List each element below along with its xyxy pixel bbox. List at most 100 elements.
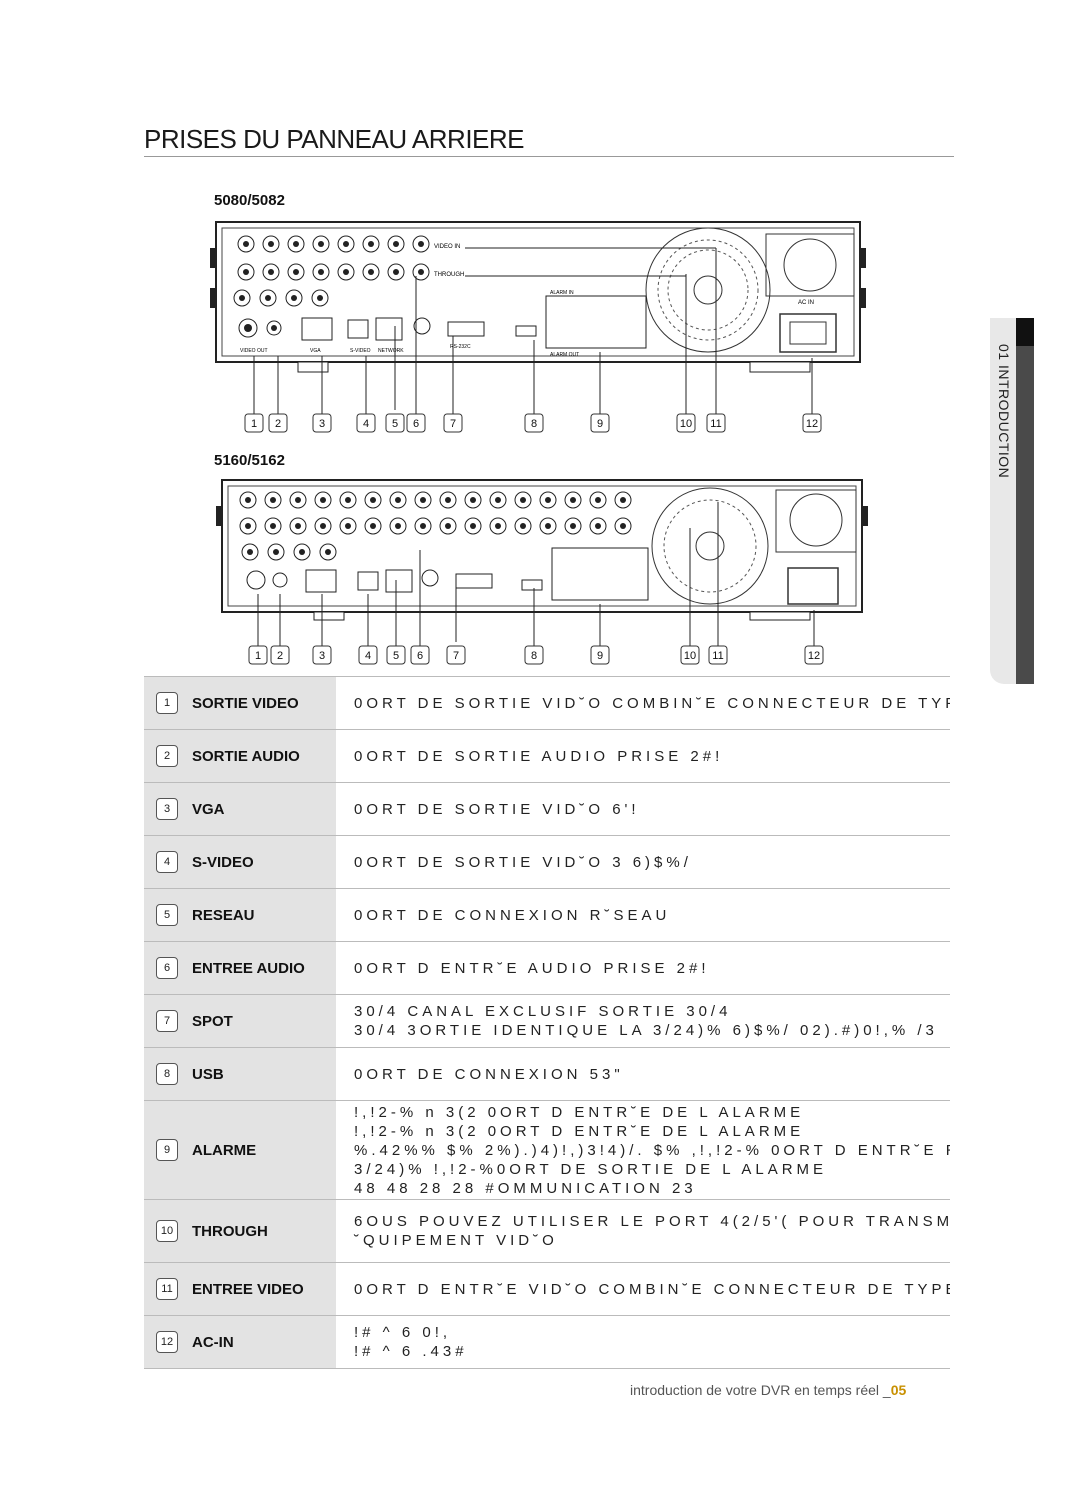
bnc-connector — [337, 263, 355, 281]
callout-box — [410, 645, 430, 665]
callout-number: 1 — [251, 418, 257, 430]
bnc-pin — [545, 523, 551, 529]
bnc-connector — [464, 517, 482, 535]
bnc-pin — [265, 295, 271, 301]
callout-number: 9 — [597, 650, 603, 662]
row-description: 0ORT DE CONNEXION R˘SEAU — [336, 889, 950, 941]
row-label: AC-IN — [192, 1333, 234, 1351]
callout-number: 6 — [417, 650, 423, 662]
table-row: 9Alarme !,!2-% n 3(2 0ORT D ENTR˘E DE L A… — [144, 1100, 950, 1199]
callout-box — [358, 645, 378, 665]
row-label-cell: 9Alarme — [144, 1101, 336, 1199]
bnc-pin — [245, 497, 251, 503]
callout-box — [386, 645, 406, 665]
bnc-connector — [387, 235, 405, 253]
callout-box — [590, 645, 610, 665]
description-line: 30/4 3ORTIE IDENTIQUE LA 3/24)% 6)$%/ 02… — [354, 1022, 938, 1039]
row-label: Entree Video — [192, 1280, 304, 1298]
description-line: !,!2-% n 3(2 0ORT D ENTR˘E DE L ALARME — [354, 1122, 805, 1140]
bnc-pin — [345, 523, 351, 529]
callout-box — [590, 413, 610, 433]
bnc-connector — [489, 517, 507, 535]
callout-box — [312, 645, 332, 665]
row-description: 0ORT DE SORTIE VID˘O 6'! — [336, 783, 950, 835]
rs232c-label: RS-232C — [450, 344, 471, 350]
description-line: 0ORT D ENTR˘E AUDIO PRISE 2#! — [354, 959, 710, 977]
bnc-pin — [495, 523, 501, 529]
bnc-connector — [564, 517, 582, 535]
description-line: 0ORT DE SORTIE VID˘O COMBIN˘E CONNECTEUR… — [354, 694, 950, 712]
table-row: 2Sortie Audio 0ORT DE SORTIE AUDIO PRISE … — [144, 729, 950, 782]
bnc-connector — [241, 543, 259, 561]
row-label-cell: 2Sortie Audio — [144, 730, 336, 782]
bnc-connector — [364, 517, 382, 535]
bnc-connector — [389, 491, 407, 509]
bnc-connector — [314, 491, 332, 509]
bnc-pin — [545, 497, 551, 503]
table-row: 6Entree Audio0ORT D ENTR˘E AUDIO PRISE 2… — [144, 941, 950, 994]
table-row: 10Through6OUS POUVEZ UTILISER LE PORT 4(… — [144, 1199, 950, 1262]
table-row: 1Sortie Video 0ORT DE SORTIE VID˘O COMBIN… — [144, 676, 950, 729]
vga-label: VGA — [310, 348, 321, 354]
bnc-connector — [412, 235, 430, 253]
bnc-pin — [320, 497, 326, 503]
description-line: 6OUS POUVEZ UTILISER LE PORT 4(2/5'( POU… — [354, 1213, 950, 1230]
bnc-pin — [418, 241, 424, 247]
page-title: PRISES DU PANNEAU ARRIERE — [144, 124, 525, 154]
row-description: 6OUS POUVEZ UTILISER LE PORT 4(2/5'( POU… — [336, 1200, 950, 1262]
section-tab-label: 01 INTRODUCTION — [996, 344, 1012, 479]
bnc-pin — [273, 549, 279, 555]
callout-number: 7 — [453, 650, 459, 662]
row-number-badge: 3 — [156, 798, 178, 820]
callout-number: 3 — [319, 650, 325, 662]
bnc-pin — [395, 497, 401, 503]
bnc-connector — [239, 491, 257, 509]
callout-box — [524, 413, 544, 433]
row-description: 0ORT DE CONNEXION 53" — [336, 1048, 950, 1100]
row-label-cell: 1Sortie Video — [144, 677, 336, 729]
description-line: !,!2-% n 3(2 0ORT D ENTR˘E DE L ALARME — [354, 1103, 805, 1121]
bnc-pin — [291, 295, 297, 301]
bnc-pin — [325, 549, 331, 555]
callout-number: 5 — [393, 650, 399, 662]
callout-number: 12 — [808, 650, 820, 662]
row-label: Through — [192, 1222, 268, 1240]
row-number-badge: 5 — [156, 904, 178, 926]
row-description: 0ORT D ENTR˘E VID˘O COMBIN˘E CONNECTEUR … — [336, 1263, 950, 1315]
callout-box — [706, 413, 726, 433]
bnc-connector — [312, 235, 330, 253]
bnc-pin — [293, 269, 299, 275]
bnc-pin — [370, 523, 376, 529]
row-number-badge: 12 — [156, 1331, 178, 1353]
bnc-connector — [259, 289, 277, 307]
bnc-connector — [589, 517, 607, 535]
callout-box — [680, 645, 700, 665]
alarm-in-label: ALARM IN — [550, 290, 574, 296]
bnc-connector — [237, 263, 255, 281]
ac-in-label: AC IN — [798, 300, 814, 306]
bnc-pin — [470, 497, 476, 503]
bnc-connector — [312, 263, 330, 281]
description-line: !# ^ 6 0!, — [354, 1324, 452, 1341]
callout-box — [270, 645, 290, 665]
bnc-connector — [539, 517, 557, 535]
bnc-pin — [420, 523, 426, 529]
row-number-badge: 2 — [156, 745, 178, 767]
description-line: %.42%% $% 2%).)4)!,)3!4)/. $% ,!,!2-% 0O… — [354, 1141, 950, 1159]
bnc-pin — [393, 269, 399, 275]
bnc-pin — [317, 295, 323, 301]
row-description: 0ORT DE SORTIE VID˘O COMBIN˘E CONNECTEUR… — [336, 677, 950, 729]
row-label-cell: 11Entree Video — [144, 1263, 336, 1315]
callout-box — [708, 645, 728, 665]
bnc-pin — [620, 523, 626, 529]
description-line: 0ORT DE SORTIE AUDIO PRISE 2#! — [354, 747, 724, 765]
bnc-connector — [319, 543, 337, 561]
callout-box — [406, 413, 426, 433]
row-description: 0ORT D ENTR˘E AUDIO PRISE 2#! — [336, 942, 950, 994]
row-label: USB — [192, 1065, 224, 1083]
